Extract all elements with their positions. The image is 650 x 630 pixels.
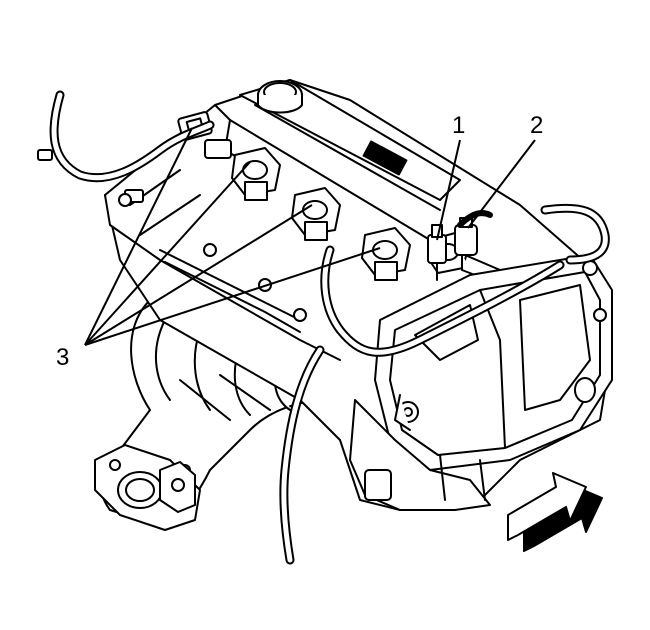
cam-position-sensor [427,224,447,281]
leader-3d [84,247,381,346]
leader-3c [84,204,313,346]
oil-filler-cap [257,80,303,114]
ignition-coils [231,147,469,281]
wiring-harness [49,90,610,565]
direction-arrow-icon [507,472,603,552]
harness-clips [37,149,144,207]
ignition-coil-3 [361,227,411,281]
front-cover [349,399,491,511]
leader-3a [84,127,193,346]
fuel-rail-bracket [159,461,196,513]
leader-2 [467,139,536,229]
valve-cover [374,254,613,471]
callout-1-label: 1 [452,112,466,139]
ignition-coil-1 [231,147,281,201]
ignition-coil-2 [291,187,341,241]
callout-3-label: 3 [56,344,70,371]
callout-2-label: 2 [530,112,544,139]
leader-1 [436,139,461,241]
leader-3b [84,161,251,346]
callout-leaders [84,127,536,346]
